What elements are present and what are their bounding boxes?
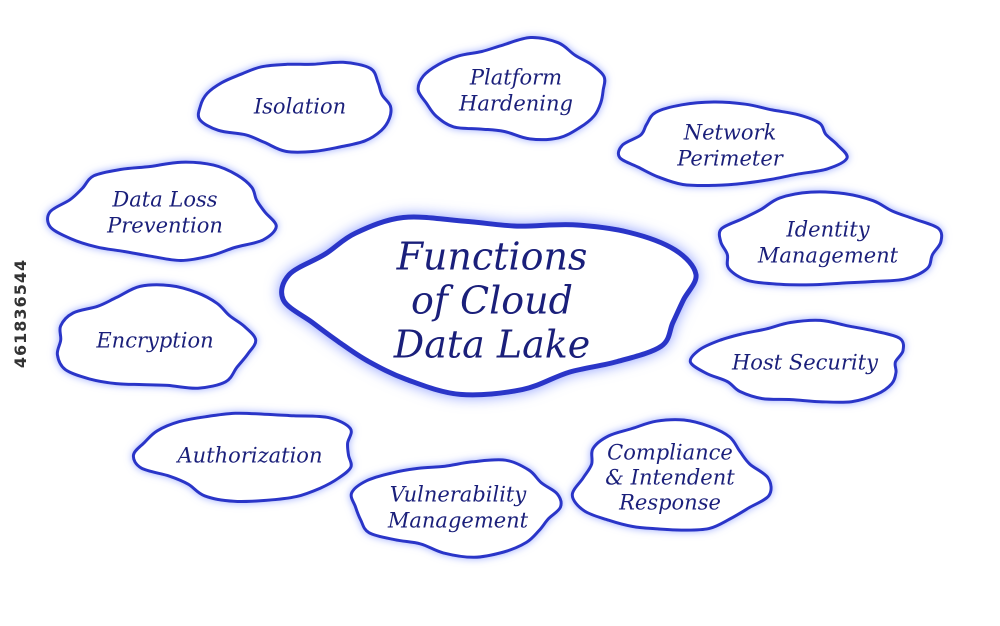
node-host-security-shape (688, 318, 906, 404)
node-data-loss-prevention-shape (46, 160, 278, 263)
node-authorization: Authorization (131, 411, 353, 504)
node-authorization-shape (131, 411, 353, 504)
center-node-label-line: Data Lake (393, 322, 591, 366)
stock-id-text: 461836544 (11, 258, 31, 368)
node-compliance-intendent-response-label-line: Response (618, 491, 721, 515)
node-isolation: Isolation (196, 60, 393, 154)
node-encryption-label-line: Encryption (95, 328, 213, 352)
center-node-label-line: of Cloud (411, 278, 573, 322)
node-network-perimeter-label-line: Perimeter (676, 146, 785, 170)
node-vulnerability-management-label-line: Management (387, 508, 529, 532)
node-identity-management-label-line: Management (757, 243, 899, 267)
node-compliance-intendent-response-shape (570, 418, 773, 532)
node-encryption-shape (55, 283, 258, 390)
node-host-security: Host Security (688, 318, 906, 404)
node-identity-management-shape (717, 190, 944, 287)
node-compliance-intendent-response-label-line: Compliance (607, 441, 733, 465)
node-platform-hardening-shape (416, 35, 607, 142)
node-host-security-label-line: Host Security (731, 350, 879, 374)
node-encryption: Encryption (55, 283, 258, 390)
node-authorization-label-line: Authorization (176, 443, 323, 467)
node-isolation-shape (196, 60, 393, 154)
node-data-loss-prevention-label-line: Prevention (106, 213, 223, 237)
node-vulnerability-management-label-line: Vulnerability (390, 482, 528, 506)
node-vulnerability-management-shape (349, 458, 563, 559)
center-node-shape (279, 214, 699, 398)
node-compliance-intendent-response-label-line: & Intendent (605, 466, 735, 490)
center-node-label-line: Functions (396, 234, 588, 278)
node-platform-hardening-label-line: Platform (469, 65, 562, 89)
stock-id-watermark: 461836544 (6, 0, 36, 626)
node-network-perimeter-shape (616, 100, 849, 188)
node-network-perimeter-label-line: Network (683, 120, 777, 144)
node-isolation-label-line: Isolation (253, 95, 346, 119)
node-identity-management-label-line: Identity (785, 217, 870, 241)
node-data-loss-prevention-label-line: Data Loss (111, 187, 217, 211)
node-platform-hardening-label-line: Hardening (458, 91, 573, 115)
